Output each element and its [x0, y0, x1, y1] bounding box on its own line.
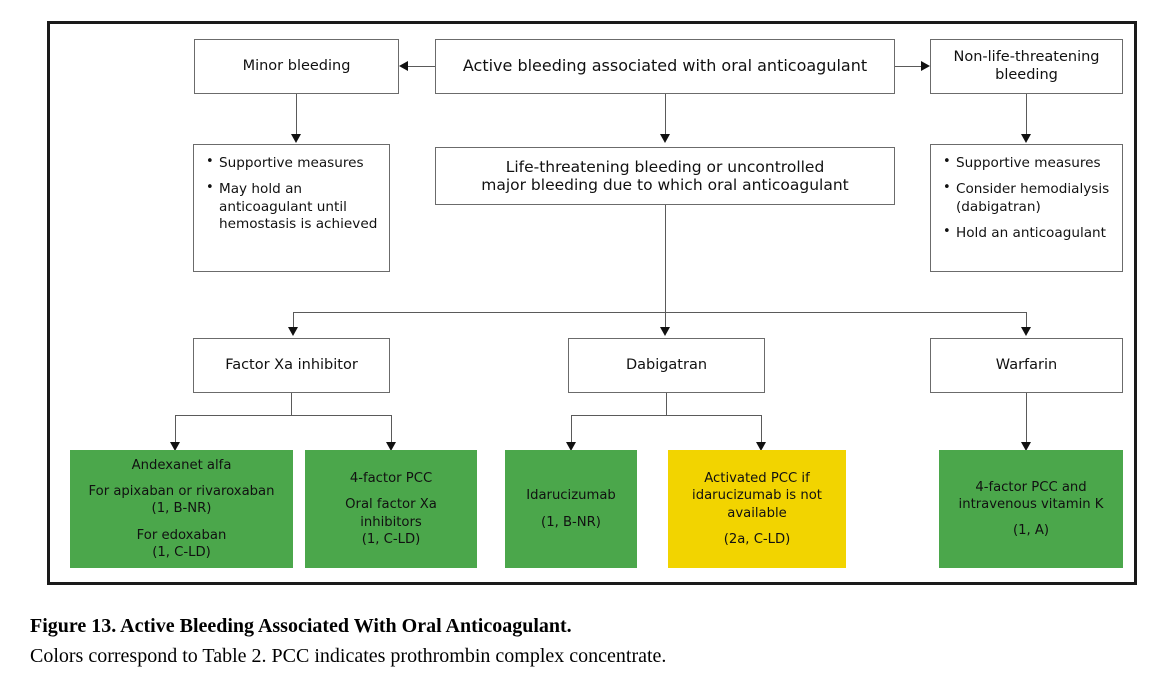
connector-root-to-minor — [407, 66, 435, 67]
treatment-line: (1, B-NR) — [541, 514, 601, 530]
treatment-idarucizumab: Idarucizumab (1, B-NR) — [505, 450, 637, 568]
treatment-line: (1, B-NR) — [151, 501, 212, 517]
node-minor-bleeding-label: Minor bleeding — [242, 57, 351, 74]
figure-caption: Figure 13. Active Bleeding Associated Wi… — [30, 614, 1150, 669]
node-warfarin: Warfarin — [930, 338, 1123, 393]
connector-non-life-down — [1026, 94, 1027, 137]
figure-caption-text: Colors correspond to Table 2. PCC indica… — [30, 645, 667, 667]
node-non-life-threatening-bleeding: Non-life-threatening bleeding — [930, 39, 1123, 94]
connector-factor-xa-left-leg — [175, 415, 176, 445]
connector-dabigatran-down — [666, 393, 667, 415]
node-non-life-line1: Non-life-threatening — [953, 49, 1100, 66]
treatment-line: Activated PCC if — [704, 471, 810, 487]
treatment-andexanet-alfa: Andexanet alfa For apixaban or rivaroxab… — [70, 450, 293, 568]
connector-warfarin-down — [1026, 393, 1027, 445]
treatment-line: Andexanet alfa — [131, 458, 232, 474]
connector-factor-xa-right-leg — [391, 415, 392, 445]
node-minor-bleeding-actions: Supportive measures May hold an anticoag… — [193, 144, 390, 272]
treatment-line: available — [727, 505, 787, 521]
treatment-line: Idarucizumab — [526, 488, 616, 504]
figure-frame: Minor bleeding Active bleeding associate… — [47, 21, 1137, 585]
connector-distribution-bus — [293, 312, 1026, 313]
node-non-life-actions: Supportive measures Consider hemodialysi… — [930, 144, 1123, 272]
node-life-threatening-bleeding: Life-threatening bleeding or uncontrolle… — [435, 147, 895, 205]
bullet-item: May hold an anticoagulant until hemostas… — [204, 180, 379, 233]
arrowhead-idarucizumab — [566, 442, 576, 451]
node-dabigatran-label: Dabigatran — [625, 356, 708, 373]
connector-minor-down — [296, 94, 297, 137]
treatment-line: For edoxaban — [136, 527, 227, 543]
arrowhead-minor-actions — [291, 134, 301, 143]
arrowhead-4-factor-pcc-vitamin-k — [1021, 442, 1031, 451]
bullet-item: Hold an anticoagulant — [941, 224, 1112, 242]
arrowhead-4-factor-pcc-xa — [386, 442, 396, 451]
treatment-line: (1, A) — [1012, 523, 1050, 539]
treatment-4-factor-pcc-oral-factor-xa: 4-factor PCC Oral factor Xa inhibitors (… — [305, 450, 477, 568]
treatment-line: (1, C-LD) — [152, 544, 211, 560]
arrowhead-warfarin — [1021, 327, 1031, 336]
bullet-item: Consider hemodialysis (dabigatran) — [941, 180, 1112, 216]
arrowhead-non-life-actions — [1021, 134, 1031, 143]
arrowhead-activated-pcc — [756, 442, 766, 451]
treatment-line: idarucizumab is not — [692, 488, 822, 504]
bullet-item: Supportive measures — [204, 154, 379, 172]
treatment-line: (1, C-LD) — [361, 531, 421, 547]
arrowhead-andexanet-alfa — [170, 442, 180, 451]
connector-root-to-non-life — [895, 66, 921, 67]
connector-dabigatran-left-leg — [571, 415, 572, 445]
connector-factor-xa-split — [175, 415, 391, 416]
arrowhead-life-threatening — [660, 134, 670, 143]
treatment-line: inhibitors — [360, 514, 422, 530]
node-active-bleeding-root-label: Active bleeding associated with oral ant… — [462, 56, 868, 76]
treatment-4-factor-pcc-vitamin-k: 4-factor PCC and intravenous vitamin K (… — [939, 450, 1123, 568]
treatment-line: (2a, C-LD) — [723, 531, 791, 547]
treatment-line: Oral factor Xa — [345, 497, 437, 513]
treatment-line: intravenous vitamin K — [958, 496, 1104, 512]
node-active-bleeding-root: Active bleeding associated with oral ant… — [435, 39, 895, 94]
treatment-line: 4-factor PCC — [349, 471, 433, 487]
node-life-threatening-line2: major bleeding due to which oral anticoa… — [481, 176, 849, 194]
connector-dabigatran-right-leg — [761, 415, 762, 445]
connector-root-down — [665, 94, 666, 137]
node-factor-xa-label: Factor Xa inhibitor — [225, 356, 358, 373]
node-factor-xa-inhibitor: Factor Xa inhibitor — [193, 338, 390, 393]
node-warfarin-label: Warfarin — [995, 356, 1058, 373]
connector-factor-xa-down — [291, 393, 292, 415]
connector-bus-to-factor-xa — [293, 312, 294, 330]
arrowhead-dabigatran — [660, 327, 670, 336]
connector-bus-to-warfarin — [1026, 312, 1027, 330]
node-dabigatran: Dabigatran — [568, 338, 765, 393]
node-non-life-line2: bleeding — [995, 66, 1058, 83]
arrowhead-factor-xa — [288, 327, 298, 336]
treatment-line: 4-factor PCC and — [975, 479, 1087, 495]
bullet-item: Supportive measures — [941, 154, 1112, 172]
node-life-threatening-line1: Life-threatening bleeding or uncontrolle… — [505, 157, 825, 176]
treatment-activated-pcc: Activated PCC if idarucizumab is not ava… — [668, 450, 846, 568]
node-minor-bleeding: Minor bleeding — [194, 39, 399, 94]
arrowhead-to-non-life-bleeding — [921, 61, 930, 71]
connector-life-threatening-down — [665, 205, 666, 330]
connector-dabigatran-split — [571, 415, 761, 416]
arrowhead-to-minor-bleeding — [399, 61, 408, 71]
figure-caption-title: Figure 13. Active Bleeding Associated Wi… — [30, 615, 572, 637]
treatment-line: For apixaban or rivaroxaban — [88, 484, 275, 500]
